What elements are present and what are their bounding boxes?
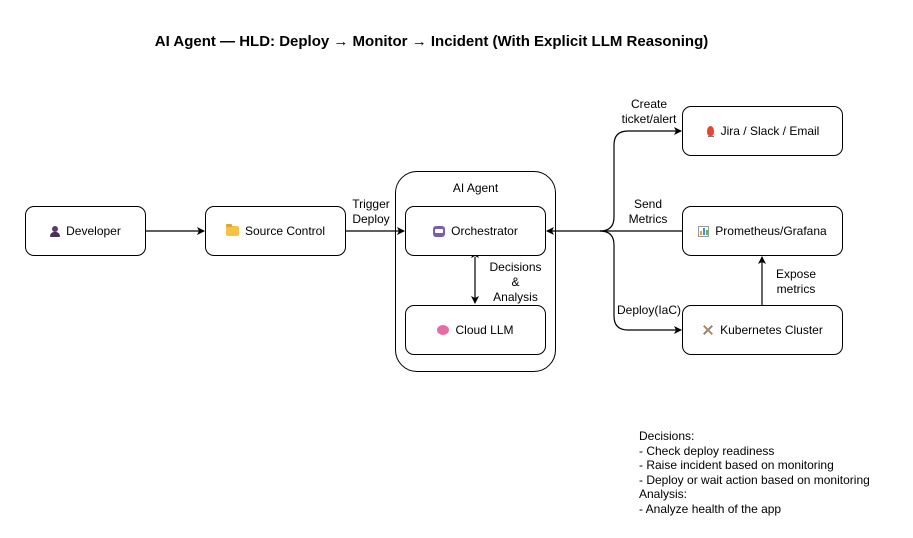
edge-label-line: Metrics	[628, 212, 668, 226]
edge-label-line: &	[511, 275, 520, 289]
note-line: - Check deploy readiness	[639, 443, 775, 458]
cloud-llm-label: Cloud LLM	[455, 323, 514, 337]
ai-agent-group-label: AI Agent	[452, 181, 499, 195]
edge-label-trigger-deploy: Trigger Deploy	[348, 197, 394, 227]
prometheus-label: Prometheus/Grafana	[715, 224, 827, 238]
edge-label-line: Analysis	[493, 290, 538, 304]
edge-label-expose-metrics: Expose metrics	[770, 267, 822, 297]
note-line: - Raise incident based on monitoring	[639, 458, 834, 472]
developer-label: Developer	[66, 224, 121, 238]
edge-label-line: Deploy	[352, 212, 390, 226]
jira-label: Jira / Slack / Email	[720, 124, 820, 138]
edge-label-deploy-iac: Deploy(IaC)	[614, 303, 684, 318]
edge-label-line: Trigger	[352, 197, 390, 211]
edge-label-create-ticket: Create ticket/alert	[614, 97, 684, 127]
brain-icon	[437, 325, 450, 335]
note-line: - Analyze health of the app	[639, 501, 782, 516]
edge-orchestrator-to-kubernetes	[599, 230, 682, 334]
cloud-llm-node[interactable]: Cloud LLM	[405, 305, 546, 355]
kubernetes-label: Kubernetes Cluster	[720, 323, 823, 337]
folder-icon	[225, 224, 239, 236]
ai-agent-group	[395, 171, 556, 372]
edge-label-decisions-analysis: Decisions & Analysis	[484, 260, 547, 305]
edge-label-line: Decisions	[489, 260, 542, 274]
fire-icon	[706, 125, 715, 137]
person-icon	[50, 225, 61, 237]
jira-slack-email-node[interactable]: Jira / Slack / Email	[682, 106, 843, 156]
diagram-title: AI Agent — HLD: Deploy → Monitor → Incid…	[154, 33, 709, 50]
edge-label-line: Create	[630, 97, 668, 111]
note-line: - Deploy or wait action based on monitor…	[639, 472, 870, 487]
edge-label-line: Send	[633, 197, 663, 211]
edge-label-line: metrics	[776, 282, 816, 296]
edge-label-line: ticket/alert	[621, 112, 677, 126]
note-line: Analysis:	[639, 487, 688, 501]
decisions-notes: Decisions: - Check deploy readiness - Ra…	[639, 429, 870, 516]
orchestrator-label: Orchestrator	[451, 224, 518, 238]
kubernetes-cluster-node[interactable]: Kubernetes Cluster	[682, 305, 843, 355]
edge-label-line: Deploy(IaC)	[616, 303, 682, 317]
bar-chart-icon	[698, 225, 710, 237]
robot-icon	[433, 225, 446, 237]
edge-orchestrator-to-jira	[599, 127, 682, 232]
edge-label-send-metrics: Send Metrics	[623, 197, 673, 227]
orchestrator-node[interactable]: Orchestrator	[405, 206, 546, 256]
tools-icon	[702, 324, 714, 336]
prometheus-grafana-node[interactable]: Prometheus/Grafana	[682, 206, 843, 256]
source-control-label: Source Control	[244, 224, 326, 238]
edge-label-line: Expose	[775, 267, 817, 281]
note-line: Decisions:	[639, 429, 695, 443]
source-control-node[interactable]: Source Control	[205, 206, 346, 256]
developer-node[interactable]: Developer	[25, 206, 146, 256]
